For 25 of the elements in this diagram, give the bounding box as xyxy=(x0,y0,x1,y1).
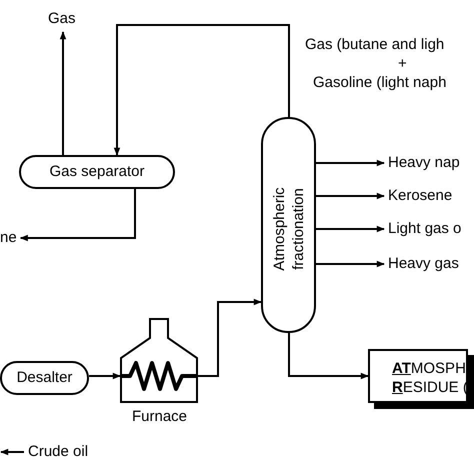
arrow xyxy=(114,24,290,156)
arrow xyxy=(316,192,385,200)
process-vessel: Desalter xyxy=(0,361,89,395)
arrow xyxy=(316,260,385,268)
stream-label: Heavy nap xyxy=(388,154,460,172)
arrow xyxy=(198,298,262,377)
stream-label: Gas xyxy=(48,10,76,28)
stream-label: ne xyxy=(0,229,17,247)
column-label: Atmospheric fractionation xyxy=(270,186,308,273)
stream-label: Light gas o xyxy=(388,220,462,238)
process-vessel: Gas separator xyxy=(19,155,175,189)
stream-label: Crude oil xyxy=(28,443,88,461)
stream-label: Kerosene xyxy=(388,187,452,205)
arrow xyxy=(316,160,385,166)
arrow xyxy=(288,333,369,380)
stream-label: + xyxy=(398,55,407,73)
arrow xyxy=(60,31,66,155)
arrow xyxy=(89,372,121,380)
furnace-label: Furnace xyxy=(132,408,188,426)
arrow xyxy=(316,226,385,232)
stream-label: Gasoline (light naph xyxy=(313,74,446,92)
arrow xyxy=(0,448,24,456)
arrow xyxy=(20,189,136,242)
stream-label: Heavy gas xyxy=(388,255,459,273)
stream-label: Gas (butane and ligh xyxy=(305,36,444,54)
